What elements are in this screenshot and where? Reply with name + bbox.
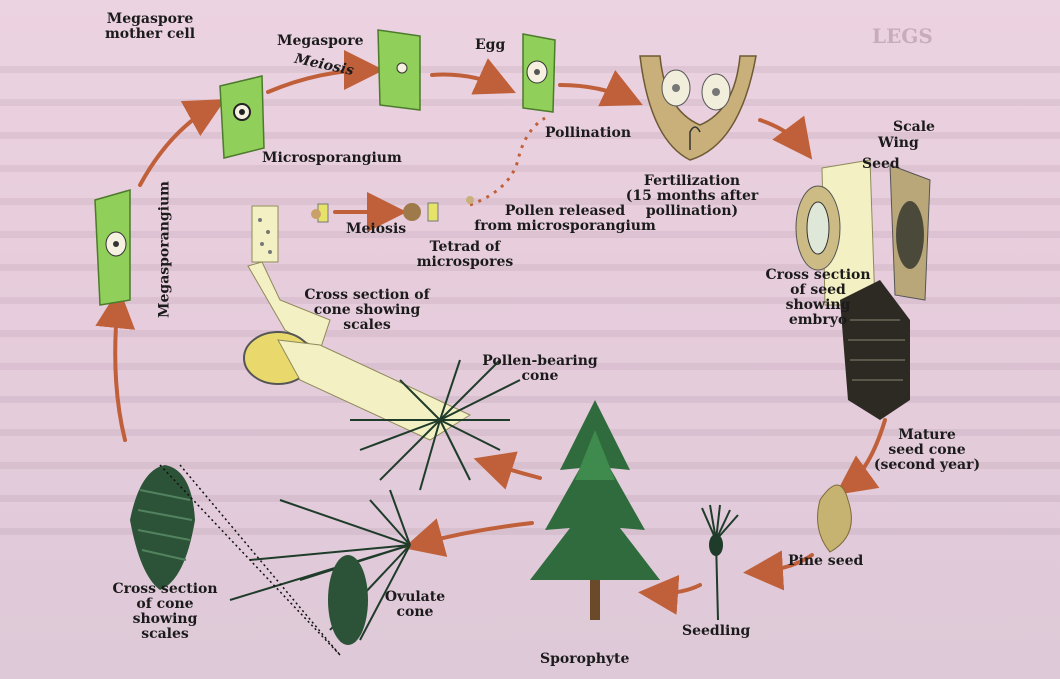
arrow-seedling-to-sporophyte [650,585,700,593]
label-megaspore-mother-cell-text: Megaspore mother cell [90,12,210,42]
arrow-mother-to-megaspore [268,70,372,92]
arrow-megaspore-to-egg [432,75,505,88]
page-heading-ghost: LEGS [872,24,933,48]
arrow-fertilization-to-seed [760,120,805,150]
label-scale: Scale [893,120,935,135]
label-megasporangium: Megasporangium [158,175,173,325]
megasporangium-illustration [95,190,130,305]
label-sporophyte: Sporophyte [540,652,629,667]
label-pollen-released: Pollen released from microsporangium [470,204,660,234]
pollen-path-dotted [470,118,545,205]
label-microsporangium: Microsporangium [262,151,402,166]
label-tetrad: Tetrad of microspores [410,240,520,270]
arrow-megasporangium-to-mother [140,105,215,185]
fertilization-illustration [640,56,756,160]
ovulate-cone-body [328,555,368,645]
sporophyte-tree [530,400,660,620]
megaspore-mother-cell-illustration [220,76,264,158]
label-cross-section-seed: Cross section of seed showing embryo [758,268,878,328]
label-pollination: Pollination [545,126,631,141]
label-meiosis-mid: Meiosis [346,222,406,237]
label-seedling: Seedling [682,624,750,639]
label-pollen-bearing-cone: Pollen-bearing cone [480,354,600,384]
egg-illustration [523,34,555,112]
label-seed: Seed [862,157,900,172]
label-ovulate-cone: Ovulate cone [380,590,450,620]
label-cross-section-scales-bottom: Cross section of cone showing scales [110,582,220,642]
pine-seed-illustration [818,485,852,552]
label-pine-seed: Pine seed [788,554,863,569]
megaspore-illustration [378,30,420,110]
label-cross-section-scales-top: Cross section of cone showing scales [292,288,442,333]
arrow-ovulate-to-megasporangium [115,300,125,440]
label-egg: Egg [475,38,505,53]
label-mature-seed-cone: Mature seed cone (second year) [862,428,992,473]
label-wing: Wing [878,136,919,151]
label-megaspore: Megaspore [277,34,364,49]
seedling-illustration [702,505,738,620]
arrow-sporophyte-to-pollencone [485,462,540,478]
arrow-sporophyte-to-ovulate [415,523,532,545]
arrow-egg-to-fertilization [560,85,632,100]
